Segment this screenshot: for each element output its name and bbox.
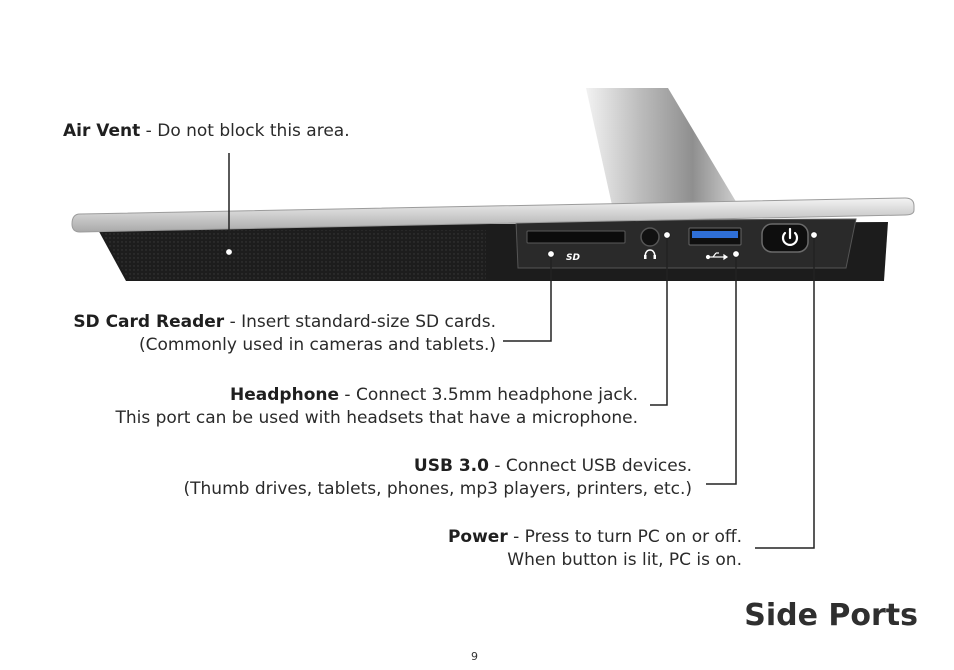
usb-port-insert [692,231,738,238]
power-button[interactable] [761,223,809,253]
power-dot [810,231,818,239]
top-edge [71,197,915,233]
headphone-jack[interactable] [640,227,660,247]
power-callout: Power - Press to turn PC on or off. When… [448,526,742,572]
usb-icon [705,252,729,261]
usb-desc: - Connect USB devices. [488,456,692,476]
stand [586,88,738,205]
sd-card-desc: - Insert standard-size SD cards. [224,312,496,332]
page-number: 9 [471,650,478,663]
air-vent-desc: - Do not block this area. [140,121,350,141]
headphone-callout: Headphone - Connect 3.5mm headphone jack… [115,384,638,430]
sd-card-callout: SD Card Reader - Insert standard-size SD… [73,311,496,357]
sd-dot [547,250,555,258]
air-vent-name: Air Vent [63,121,141,141]
sd-slot[interactable] [526,230,626,244]
headphone-name: Headphone [230,385,340,405]
sd-card-name: SD Card Reader [73,312,225,332]
usb-note: (Thumb drives, tablets, phones, mp3 play… [183,479,693,499]
air-vent-area [100,230,486,280]
headphone-icon [644,249,656,259]
headphone-note: This port can be used with headsets that… [115,408,638,428]
headphone-desc: - Connect 3.5mm headphone jack. [339,385,638,405]
usb-dot [732,250,740,258]
power-name: Power [447,527,508,547]
sd-logo: SD [566,253,580,263]
air-vent-dot [225,248,233,256]
page-title: Side Ports [744,598,918,633]
leader-dots [225,231,818,258]
usb-callout: USB 3.0 - Connect USB devices. (Thumb dr… [184,455,693,501]
air-vent-callout: Air Vent - Do not block this area. [63,120,350,143]
leader-lines [228,153,815,549]
power-note: When button is lit, PC is on. [507,550,742,570]
usb-name: USB 3.0 [413,456,489,476]
headphone-dot [663,231,671,239]
sd-card-note: (Commonly used in cameras and tablets.) [138,335,496,355]
power-icon [781,227,799,246]
power-desc: - Press to turn PC on or off. [507,527,742,547]
